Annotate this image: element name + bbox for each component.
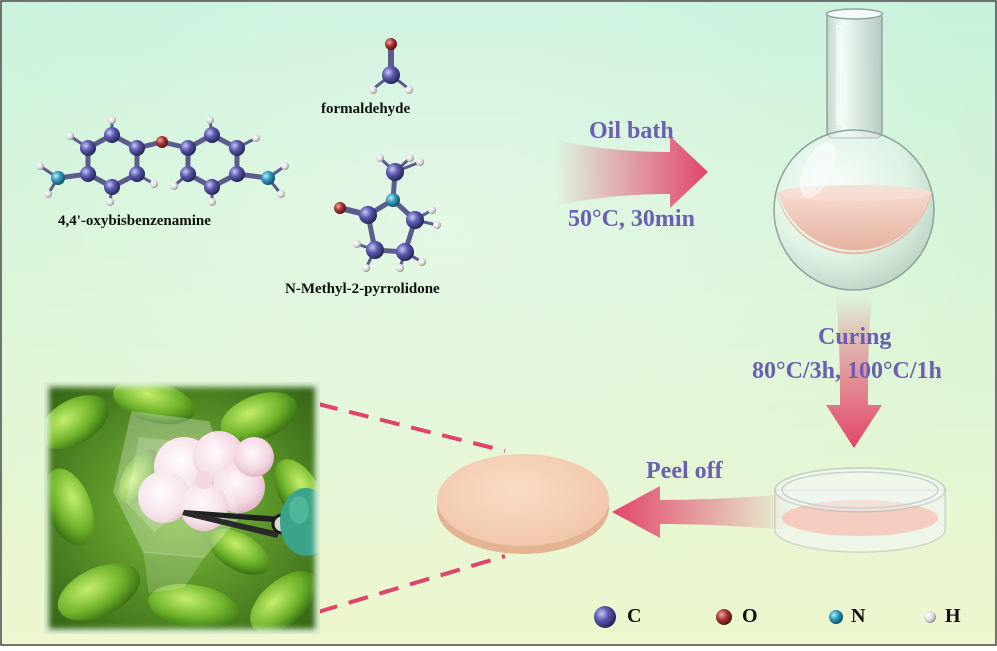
legend-o-atom [716, 609, 732, 625]
flower [138, 431, 274, 531]
petri-dish [774, 467, 946, 553]
polyimide-film [437, 454, 609, 554]
dashed-connector-bottom [317, 554, 506, 614]
oda-label: 4,4'-oxybisbenzenamine [58, 213, 211, 229]
legend-n-atom [829, 610, 843, 624]
film-photo [44, 382, 320, 634]
oda-atoms [36, 116, 289, 206]
legend-h-label: H [945, 605, 961, 627]
peel-off-arrow [612, 486, 790, 538]
nmp-atoms [334, 154, 441, 272]
round-bottom-flask [773, 8, 935, 291]
legend-h-atom [924, 611, 936, 623]
glove [280, 488, 320, 556]
oil-bath-arrow [555, 136, 708, 208]
oil-bath-condition: 50°C, 30min [568, 206, 695, 232]
curing-condition: 80°C/3h, 100°C/1h [752, 358, 942, 384]
curing-arrow [826, 295, 882, 448]
legend-n-label: N [851, 605, 866, 627]
legend-c-label: C [627, 605, 642, 627]
oil-bath-label: Oil bath [589, 118, 674, 144]
formaldehyde-label: formaldehyde [321, 101, 411, 117]
legend-c-atom [594, 606, 616, 628]
dashed-connector-top [317, 402, 506, 453]
legend [594, 606, 936, 628]
nmp-label: N-Methyl-2-pyrrolidone [285, 281, 440, 297]
peel-off-label: Peel off [646, 458, 723, 484]
formaldehyde-molecule [369, 38, 413, 94]
curing-label: Curing [818, 324, 892, 350]
legend-o-label: O [742, 605, 758, 627]
